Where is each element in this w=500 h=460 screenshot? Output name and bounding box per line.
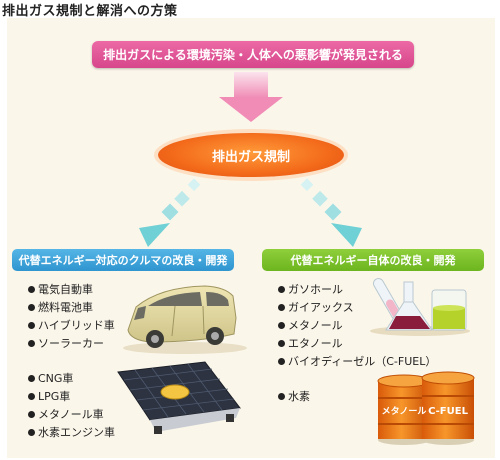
bullet-icon: [278, 357, 285, 365]
list-item: ハイブリッド車: [28, 317, 115, 333]
cyan-arrow-left: [139, 178, 201, 247]
drum-label-cfuel: C-FUEL: [428, 406, 469, 417]
oil-drum-methanol: [377, 374, 431, 445]
list-item: LPG車: [28, 388, 70, 404]
list-item: 燃料電池車: [28, 299, 93, 315]
bullet-icon: [278, 392, 285, 400]
list-item: ソーラーカー: [28, 335, 104, 351]
right-category-header: 代替エネルギー自体の改良・開発: [262, 249, 484, 271]
list-item: メタノール: [278, 317, 343, 333]
top-banner: 排出ガスによる環境汚染・人体への悪影響が発見される: [92, 41, 414, 68]
cyan-arrow-right: [300, 178, 362, 247]
list-item: ガイアックス: [278, 299, 354, 315]
bullet-icon: [28, 303, 35, 311]
list-item: 水素エンジン車: [28, 424, 115, 440]
left-category-header: 代替エネルギー対応のクルマの改良・開発: [12, 249, 234, 271]
bullet-icon: [28, 374, 35, 382]
list-item: CNG車: [28, 370, 73, 386]
list-item: 水素: [278, 388, 310, 404]
list-item: エタノール: [278, 335, 343, 351]
bullet-icon: [28, 285, 35, 293]
bullet-icon: [278, 321, 285, 329]
bullet-icon: [28, 339, 35, 347]
bullet-icon: [28, 321, 35, 329]
bullet-icon: [28, 392, 35, 400]
bullet-icon: [278, 303, 285, 311]
lab-glassware-illustration: [370, 278, 470, 336]
bullet-icon: [278, 285, 285, 293]
bullet-icon: [28, 410, 35, 418]
list-item: バイオディーゼル（C-FUEL）: [278, 353, 436, 369]
bullet-icon: [28, 428, 35, 436]
drum-label-methanol: メタノール: [382, 405, 427, 417]
oil-drum-cfuel: [421, 371, 475, 445]
list-item: メタノール車: [28, 406, 104, 422]
solar-car-illustration: [117, 361, 241, 434]
minivan-illustration: [123, 285, 247, 354]
page-title: 排出ガス規制と解消への方策: [2, 4, 178, 19]
bullet-icon: [278, 339, 285, 347]
pink-down-arrow: [219, 72, 283, 122]
list-item: 電気自動車: [28, 281, 93, 297]
center-emission-regulation: 排出ガス規制: [158, 133, 344, 177]
list-item: ガソホール: [278, 281, 343, 297]
